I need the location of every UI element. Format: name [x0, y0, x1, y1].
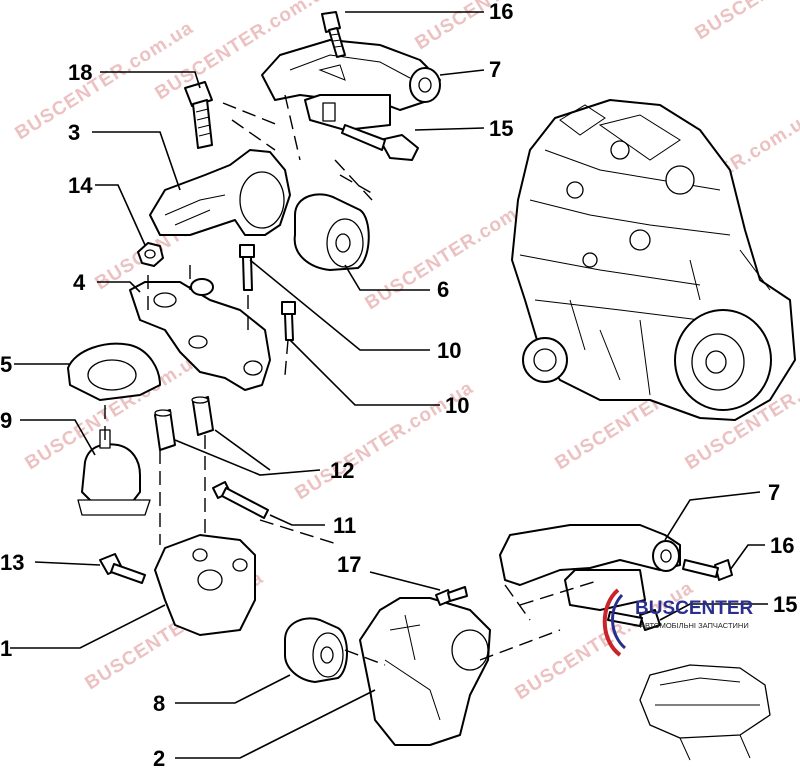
- watermark: BUSCENTER.com.ua: [692, 0, 800, 44]
- nut-14: [137, 242, 164, 267]
- callout-18: 18: [68, 60, 92, 85]
- spacer-12-b: [191, 396, 214, 436]
- callout-6: 6: [437, 277, 449, 302]
- callout-15: 15: [773, 592, 797, 617]
- bracket-7-top: [261, 39, 441, 131]
- logo-swoosh-inner: [611, 593, 627, 650]
- spacer-12-a: [154, 409, 176, 451]
- logo-swoosh: [602, 588, 622, 657]
- callout-4: 4: [73, 270, 86, 295]
- callout-17: 17: [337, 552, 361, 577]
- callout-1: 1: [0, 636, 12, 661]
- callout-3: 3: [68, 120, 80, 145]
- callout-11: 11: [333, 513, 356, 538]
- bolt-16-top: [321, 11, 346, 58]
- bush-6: [293, 193, 370, 271]
- bush-8: [284, 617, 348, 683]
- brand-name: BUSCENTER: [635, 598, 754, 619]
- callout-7: 7: [489, 57, 501, 82]
- callout-10: 10: [437, 338, 461, 363]
- cover-5: [67, 342, 161, 401]
- bracket-1: [154, 534, 256, 636]
- brand-tagline: АВТОМОБІЛЬНІ ЗАПЧАСТИНИ: [640, 621, 749, 630]
- bracket-2: [359, 597, 491, 746]
- brand-logo: BUSCENTER АВТОМОБІЛЬНІ ЗАПЧАСТИНИ: [602, 588, 771, 761]
- bolt-13: [99, 553, 146, 584]
- bolt-11: [212, 481, 269, 519]
- callout-9: 9: [0, 408, 12, 433]
- callout-16: 16: [770, 533, 794, 558]
- bolt-16-bottom: [682, 559, 733, 581]
- callout-5: 5: [0, 352, 12, 377]
- van-illustration: [639, 664, 771, 739]
- callout-8: 8: [153, 691, 165, 716]
- bolt-15-top: [341, 124, 419, 161]
- bracket-3: [149, 149, 291, 236]
- callout-7: 7: [768, 480, 780, 505]
- callout-13: 13: [0, 550, 24, 575]
- callout-12: 12: [330, 458, 354, 483]
- bolt-18: [184, 81, 213, 149]
- callout-16: 16: [489, 0, 513, 24]
- bolt-10-b: [281, 301, 296, 341]
- bolt-10-a: [239, 244, 255, 291]
- callout-10: 10: [445, 393, 469, 418]
- bracket-7-bottom: [499, 524, 681, 611]
- engine-block: [511, 99, 796, 421]
- callout-14: 14: [68, 173, 93, 198]
- leader-lines: [10, 11, 768, 759]
- bolt-15-bottom: [607, 609, 661, 631]
- alignment-lines: [104, 94, 601, 666]
- callout-15: 15: [489, 116, 513, 141]
- bolt-17: [435, 586, 468, 606]
- callout-2: 2: [153, 746, 165, 768]
